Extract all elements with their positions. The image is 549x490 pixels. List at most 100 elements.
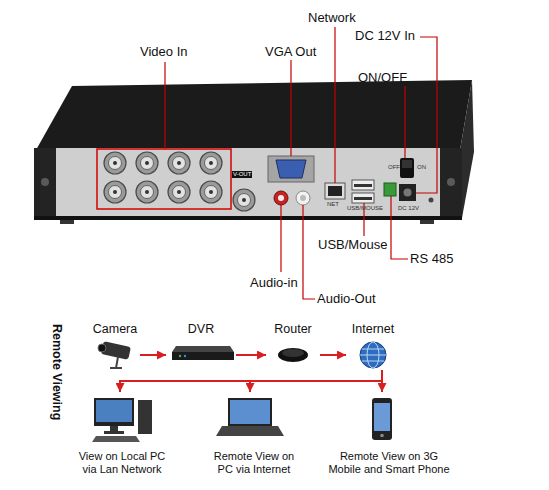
router-top <box>282 349 304 357</box>
dc-jack <box>399 184 416 201</box>
bnc-connector <box>104 152 126 174</box>
dvr-side-face <box>460 80 474 218</box>
dvr-back-panel <box>34 148 462 220</box>
panel-print: USB/MOUSE <box>347 205 383 212</box>
flow-arrow <box>320 354 346 356</box>
bnc-connector <box>200 181 222 203</box>
panel-print: ON <box>417 164 426 171</box>
laptop-lid <box>228 398 272 426</box>
usb-port <box>352 193 374 203</box>
usb-port-tongue <box>354 197 372 200</box>
flow-arrow <box>140 354 166 356</box>
leader-line <box>280 205 281 272</box>
dvr-node: DVR <box>166 322 236 370</box>
panel-print: NET <box>327 201 339 208</box>
video-in-highlight <box>97 149 231 209</box>
phone-button <box>380 434 384 438</box>
callout-label: RS 485 <box>410 252 453 266</box>
keyboard <box>92 436 140 442</box>
dvr-left-flange <box>34 148 56 220</box>
callout-label: ON/OFF <box>358 71 407 85</box>
leader-line <box>290 60 291 156</box>
phone-body <box>372 398 392 440</box>
leader-line <box>164 62 165 149</box>
monitor <box>94 398 134 426</box>
dc-jack-hole <box>404 189 412 197</box>
globe-icon <box>360 342 386 368</box>
node-text: Internet <box>346 322 400 336</box>
node-text: Remote View on PC via Internet <box>208 450 300 475</box>
ground-screw <box>429 198 434 203</box>
audio-out-jack <box>296 191 310 205</box>
local-pc-node: View on Local PC via Lan Network <box>70 392 174 482</box>
panel-screw <box>41 178 49 186</box>
callout-label: DC 12V In <box>355 29 415 43</box>
panel-print: DC 12V <box>398 205 419 212</box>
node-text: View on Local PC via Lan Network <box>74 450 170 475</box>
bnc-connector <box>168 181 190 203</box>
bnc-connector <box>200 152 222 174</box>
bnc-connector <box>136 152 158 174</box>
node-text: DVR <box>166 322 236 336</box>
panel-screw <box>447 178 455 186</box>
flow-arrow <box>120 370 382 392</box>
usb-port-tongue <box>354 184 372 187</box>
bnc-connector <box>104 181 126 203</box>
monitor-stand <box>110 426 118 431</box>
dvr-icon-top <box>172 346 234 352</box>
globe <box>360 342 386 368</box>
leader-line <box>416 37 437 193</box>
leader-line <box>334 27 335 183</box>
dvr-top-face <box>36 80 472 150</box>
dvr-icon <box>172 346 234 360</box>
remote-pc-node: Remote View on PC via Internet <box>204 392 304 482</box>
bnc-connector <box>168 152 190 174</box>
laptop-screen <box>230 400 270 424</box>
rs485-terminal <box>384 183 396 196</box>
vga-port <box>276 160 306 178</box>
dvr-foot <box>60 220 74 224</box>
laptop-base <box>216 426 284 436</box>
callout-label: Audio-in <box>250 276 298 290</box>
internet-node: Internet <box>346 322 400 370</box>
flow-arrow <box>381 370 383 392</box>
flow-arrow <box>250 370 382 392</box>
router-node: Router <box>266 322 320 370</box>
dvr-icon-led <box>179 355 181 357</box>
camera-mount <box>110 357 122 368</box>
smartphone-node: Remote View on 3G Mobile and Smart Phone <box>322 392 456 482</box>
callout-label: Video In <box>140 45 187 59</box>
ethernet-port <box>325 183 345 199</box>
desktop-pc-icon <box>92 398 152 442</box>
monitor-base <box>104 431 124 434</box>
audio-out-jack-core <box>300 195 306 201</box>
node-text: Camera <box>90 322 140 336</box>
panel-print: OFF <box>388 164 400 171</box>
ethernet-port-socket <box>328 186 342 196</box>
router-icon <box>278 348 308 362</box>
globe-parallels <box>360 349 386 361</box>
audio-in-jack <box>274 191 288 205</box>
power-switch <box>400 158 414 178</box>
callout-label: VGA Out <box>265 45 316 59</box>
laptop-icon <box>216 398 284 436</box>
flow-arrow <box>236 354 266 356</box>
camera-icon <box>98 341 131 368</box>
camera-node: Camera <box>90 322 140 370</box>
audio-in-jack-core <box>278 195 284 201</box>
callout-label: USB/Mouse <box>318 238 387 252</box>
pc-tower <box>138 400 152 434</box>
bnc-connector <box>136 181 158 203</box>
callout-label: Network <box>308 11 356 25</box>
dvr-right-flange <box>440 148 462 220</box>
dvr-icon-led <box>184 355 186 357</box>
section-heading: Remote Viewing <box>49 324 63 420</box>
dvr-foot <box>420 220 434 224</box>
callout-label: Audio-Out <box>317 292 376 306</box>
dvr-icon-front <box>172 352 234 360</box>
monitor-screen <box>96 400 132 422</box>
bnc-connector <box>233 189 255 211</box>
